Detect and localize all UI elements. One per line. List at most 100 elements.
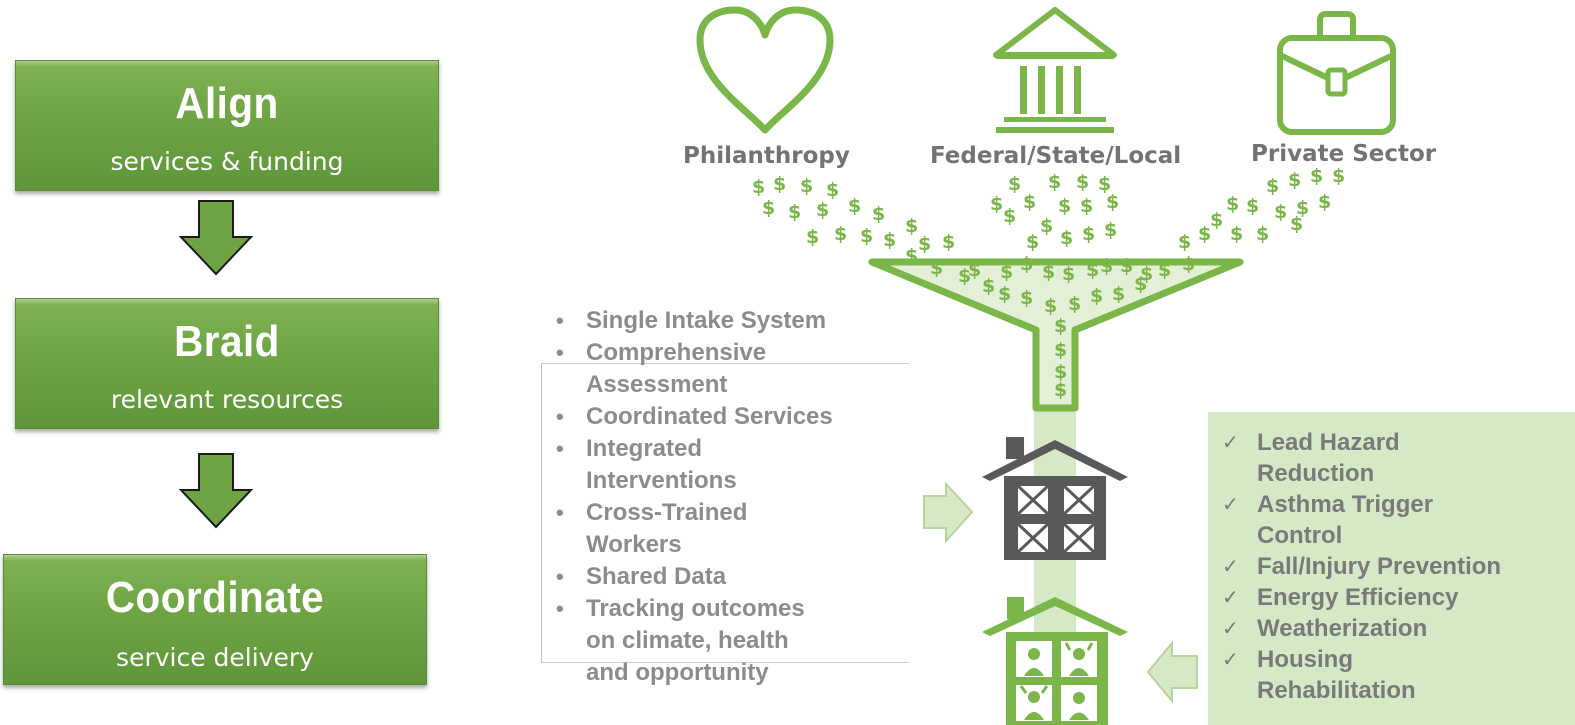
coordinate-step-box: Coordinate service delivery bbox=[3, 554, 427, 685]
dollar-sign-icon: $ bbox=[762, 197, 775, 219]
features-list: Single Intake SystemComprehensive Assess… bbox=[553, 305, 898, 689]
dollar-sign-icon: $ bbox=[1042, 261, 1055, 283]
dollar-sign-icon: $ bbox=[998, 283, 1011, 305]
dollar-sign-icon: $ bbox=[1100, 255, 1113, 277]
benefit-item: Lead Hazard Reduction bbox=[1222, 427, 1572, 489]
benefit-item: Housing Rehabilitation bbox=[1222, 644, 1572, 706]
dollar-sign-icon: $ bbox=[1020, 253, 1033, 275]
dollar-sign-icon: $ bbox=[1310, 165, 1323, 187]
dollar-sign-icon: $ bbox=[1288, 169, 1301, 191]
dollar-sign-icon: $ bbox=[1086, 259, 1099, 281]
dollar-sign-icon: $ bbox=[1256, 223, 1269, 245]
feature-item: Single Intake System bbox=[553, 305, 898, 337]
dollar-sign-icon: $ bbox=[1112, 283, 1125, 305]
dollar-sign-icon: $ bbox=[800, 175, 813, 197]
dollar-sign-icon: $ bbox=[834, 223, 847, 245]
dollar-sign-icon: $ bbox=[816, 199, 829, 221]
dollar-sign-icon: $ bbox=[1060, 227, 1073, 249]
coordinate-subtitle: service delivery bbox=[116, 643, 314, 672]
braid-step-box: Braid relevant resources bbox=[15, 298, 439, 429]
right-arrow-icon bbox=[923, 481, 974, 544]
dollar-sign-icon: $ bbox=[1098, 173, 1111, 195]
dollar-sign-icon: $ bbox=[773, 173, 786, 195]
dollar-sign-icon: $ bbox=[958, 265, 971, 287]
align-title: Align bbox=[175, 79, 279, 128]
dollar-sign-icon: $ bbox=[942, 231, 955, 253]
government-building-icon bbox=[993, 7, 1117, 133]
dollar-sign-icon: $ bbox=[1246, 195, 1259, 217]
dollar-sign-icon: $ bbox=[1230, 223, 1243, 245]
philanthropy-label: Philanthropy bbox=[683, 143, 850, 169]
private-sector-label: Private Sector bbox=[1251, 141, 1437, 167]
grey-house-icon bbox=[982, 437, 1128, 560]
dollar-sign-icon: $ bbox=[990, 193, 1003, 215]
feature-item: Tracking outcomes on climate, health and… bbox=[553, 593, 898, 689]
dollar-sign-icon: $ bbox=[1140, 263, 1153, 285]
dollar-sign-icon: $ bbox=[1106, 191, 1119, 213]
dollar-sign-icon: $ bbox=[806, 226, 819, 248]
dollar-sign-icon: $ bbox=[1134, 273, 1147, 295]
dollar-sign-icon: $ bbox=[1068, 293, 1081, 315]
dollar-sign-icon: $ bbox=[1040, 215, 1053, 237]
left-arrow-icon bbox=[1146, 640, 1198, 704]
braid-subtitle: relevant resources bbox=[110, 385, 344, 414]
dollar-signs: $$$$$$$$$$$$$$$$$$$$$$$$$$$$$$$$$$$$$$$$… bbox=[752, 165, 1345, 401]
heart-icon bbox=[696, 6, 834, 134]
align-subtitle: services & funding bbox=[110, 147, 344, 176]
feature-item: Coordinated Services bbox=[553, 401, 898, 433]
funnel-shape bbox=[868, 258, 1244, 412]
feature-item: Cross-Trained Workers bbox=[553, 497, 898, 561]
dollar-sign-icon: $ bbox=[1318, 191, 1331, 213]
dollar-sign-icon: $ bbox=[1003, 205, 1016, 227]
benefit-item: Asthma Trigger Control bbox=[1222, 489, 1572, 551]
dollar-sign-icon: $ bbox=[982, 275, 995, 297]
dollar-sign-icon: $ bbox=[1023, 191, 1036, 213]
dollar-sign-icon: $ bbox=[1054, 315, 1067, 337]
dollar-sign-icon: $ bbox=[968, 259, 981, 281]
dollar-sign-icon: $ bbox=[1158, 259, 1171, 281]
dollar-sign-icon: $ bbox=[1026, 231, 1039, 253]
dollar-sign-icon: $ bbox=[1178, 231, 1191, 253]
dollar-sign-icon: $ bbox=[918, 233, 931, 255]
braid-title: Braid bbox=[174, 317, 280, 366]
benefit-item: Weatherization bbox=[1222, 613, 1572, 644]
dollar-sign-icon: $ bbox=[860, 225, 873, 247]
dollar-sign-icon: $ bbox=[788, 201, 801, 223]
align-step-box: Align services & funding bbox=[15, 60, 439, 191]
dollar-sign-icon: $ bbox=[1054, 361, 1067, 383]
dollar-sign-icon: $ bbox=[1210, 209, 1223, 231]
dollar-sign-icon: $ bbox=[1274, 201, 1287, 223]
feature-item: Shared Data bbox=[553, 561, 898, 593]
dollar-sign-icon: $ bbox=[1182, 253, 1195, 275]
green-house-icon bbox=[982, 597, 1128, 725]
dollar-sign-icon: $ bbox=[848, 195, 861, 217]
dollar-sign-icon: $ bbox=[1020, 287, 1033, 309]
benefit-item: Fall/Injury Prevention bbox=[1222, 551, 1572, 582]
dollar-sign-icon: $ bbox=[1054, 379, 1067, 401]
dollar-sign-icon: $ bbox=[1090, 285, 1103, 307]
feature-item: Integrated Interventions bbox=[553, 433, 898, 497]
dollar-sign-icon: $ bbox=[1226, 193, 1239, 215]
dollar-sign-icon: $ bbox=[1082, 223, 1095, 245]
dollar-sign-icon: $ bbox=[752, 176, 765, 198]
dollar-sign-icon: $ bbox=[1080, 195, 1093, 217]
benefits-list: Lead Hazard ReductionAsthma Trigger Cont… bbox=[1222, 427, 1572, 706]
feature-item: Comprehensive Assessment bbox=[553, 337, 898, 401]
dollar-sign-icon: $ bbox=[1332, 165, 1345, 187]
dollar-sign-icon: $ bbox=[1062, 263, 1075, 285]
dollar-sign-icon: $ bbox=[1296, 197, 1309, 219]
dollar-sign-icon: $ bbox=[1266, 175, 1279, 197]
coordinate-title: Coordinate bbox=[105, 573, 325, 622]
dollar-sign-icon: $ bbox=[872, 203, 885, 225]
dollar-sign-icon: $ bbox=[1048, 171, 1061, 193]
dollar-sign-icon: $ bbox=[1198, 223, 1211, 245]
dollar-sign-icon: $ bbox=[930, 257, 943, 279]
briefcase-icon bbox=[1277, 11, 1396, 135]
dollar-sign-icon: $ bbox=[1044, 295, 1057, 317]
benefit-item: Energy Efficiency bbox=[1222, 582, 1572, 613]
dollar-sign-icon: $ bbox=[883, 229, 896, 251]
dollar-sign-icon: $ bbox=[1008, 173, 1021, 195]
dollar-sign-icon: $ bbox=[1290, 213, 1303, 235]
dollar-sign-icon: $ bbox=[1000, 261, 1013, 283]
dollar-sign-icon: $ bbox=[1054, 339, 1067, 361]
